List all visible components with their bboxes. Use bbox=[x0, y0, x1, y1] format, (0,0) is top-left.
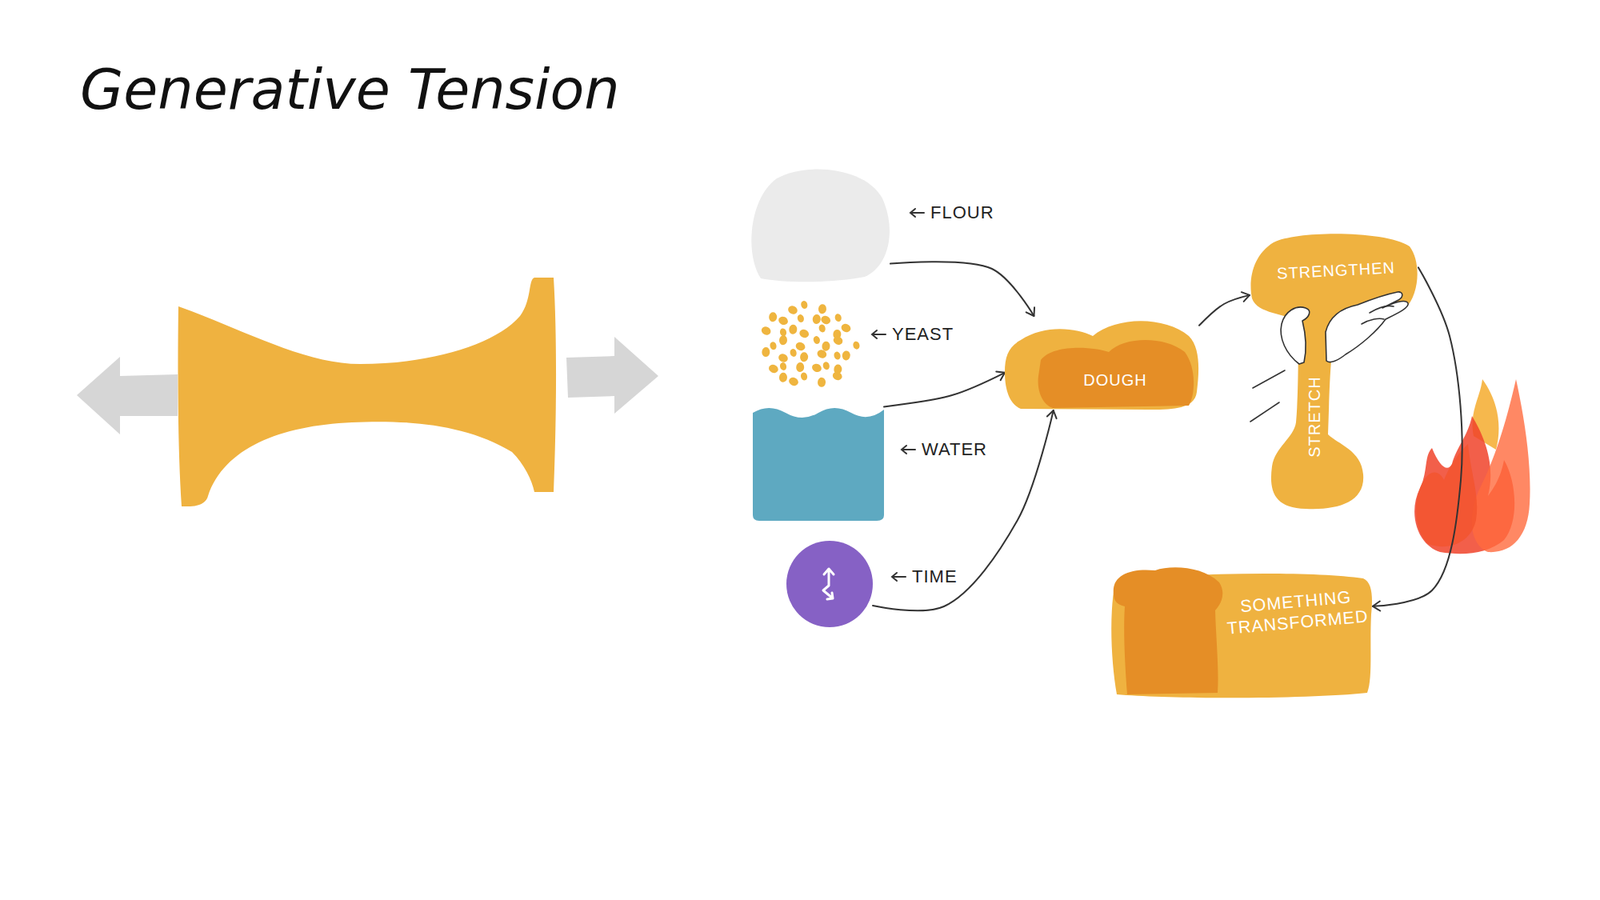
leader-arrows bbox=[901, 445, 916, 454]
time-circle-shape bbox=[786, 540, 873, 628]
dough-blob-shape bbox=[1004, 320, 1199, 410]
flour-blob: FLOUR bbox=[744, 166, 891, 281]
yeast-grains-shape bbox=[812, 335, 821, 345]
leader-arrows bbox=[872, 208, 924, 581]
yeast-grains-shape bbox=[852, 340, 860, 351]
step-label: STRETCH bbox=[1304, 376, 1324, 457]
yeast-grains-shape bbox=[776, 315, 789, 327]
diagram-title: Generative Tension bbox=[80, 59, 620, 121]
water-block-shape bbox=[752, 408, 884, 521]
yeast-grains: YEAST bbox=[760, 300, 858, 388]
yeast-grains-shape bbox=[832, 335, 844, 347]
flour-blob-shape bbox=[751, 169, 890, 283]
yeast-grains-shape bbox=[796, 362, 805, 373]
yeast-grains-shape bbox=[820, 314, 832, 326]
yeast-grains-shape bbox=[817, 304, 827, 315]
yeast-grains-shape bbox=[787, 376, 800, 388]
flour-blob-shape bbox=[751, 169, 890, 283]
flow-arrow bbox=[890, 261, 1034, 316]
yeast-grains-shape bbox=[840, 322, 852, 334]
yeast-grains-shape bbox=[822, 360, 831, 371]
yeast-grains-shape bbox=[768, 340, 777, 351]
yeast-grains-shape bbox=[794, 340, 807, 352]
right-arrow bbox=[566, 336, 659, 414]
stretched-dough-shape bbox=[1280, 292, 1408, 364]
yeast-grains-shape bbox=[810, 362, 823, 374]
water-block-shape bbox=[752, 403, 884, 521]
ingredient-label: TIME bbox=[912, 566, 958, 588]
yeast-grains-shape bbox=[841, 350, 851, 361]
yeast-grains-shape bbox=[798, 328, 811, 340]
time-circle-shape bbox=[786, 540, 873, 628]
leader-arrows bbox=[872, 330, 886, 339]
bread-loaf-shape bbox=[1111, 567, 1372, 698]
yeast-grains-shape bbox=[816, 348, 828, 360]
stretched-dough-shape bbox=[1361, 305, 1394, 324]
yeast-grains-shape bbox=[788, 324, 798, 335]
flow-arrow bbox=[872, 410, 1054, 611]
leader-arrows bbox=[910, 208, 924, 217]
yeast-grains-shape bbox=[786, 304, 799, 316]
yeast-grains-shape bbox=[821, 340, 831, 352]
yeast-grains-shape bbox=[760, 300, 858, 388]
flow-arrow bbox=[884, 372, 1005, 408]
flour-blob-shape bbox=[744, 166, 891, 281]
dough-blob-shape bbox=[1004, 320, 1199, 410]
yeast-grains-shape bbox=[834, 312, 843, 323]
water-block-shape bbox=[752, 408, 884, 521]
yeast-grains-shape bbox=[778, 372, 788, 383]
water-block: WATER bbox=[752, 403, 884, 521]
fire bbox=[1472, 379, 1531, 552]
bread-loaf-shape bbox=[1113, 567, 1224, 695]
time-circle-shape bbox=[786, 540, 873, 628]
yeast-grains-shape bbox=[767, 363, 780, 375]
time-circle-shape bbox=[823, 568, 834, 600]
dough-label: DOUGH bbox=[1083, 370, 1147, 390]
dough-blob-shape bbox=[1038, 340, 1195, 408]
yeast-grains-shape bbox=[800, 352, 809, 363]
yeast-grains-shape bbox=[831, 370, 844, 382]
ingredient-label: FLOUR bbox=[930, 202, 995, 224]
stretched-dough-shape bbox=[1325, 292, 1408, 363]
ingredient-label: YEAST bbox=[892, 324, 954, 345]
stretched-dough-shape bbox=[1280, 307, 1310, 364]
left-arrow bbox=[76, 356, 178, 435]
yeast-grains-shape bbox=[760, 300, 860, 388]
leader-arrows bbox=[892, 572, 906, 581]
yeast-grains-shape bbox=[817, 376, 827, 388]
stretched-dough: STRENGTHENSTRETCH bbox=[1249, 234, 1419, 511]
stretched-dough-shape bbox=[1250, 370, 1285, 422]
dough-blob-shape bbox=[1004, 316, 1200, 411]
yeast-grains-shape bbox=[776, 352, 789, 364]
flow-arrow bbox=[1199, 295, 1250, 326]
bread-loaf: SOMETHING TRANSFORMED bbox=[1107, 566, 1373, 700]
yeast-grains-shape bbox=[800, 300, 808, 310]
fire bbox=[1414, 379, 1530, 554]
yeast-grains-shape bbox=[796, 313, 805, 324]
stretched-dough-shape bbox=[1250, 233, 1417, 509]
yeast-grains-shape bbox=[760, 324, 772, 336]
yeast-grains-shape bbox=[768, 312, 778, 323]
yeast-grains-shape bbox=[788, 348, 797, 358]
yeast-grains-shape bbox=[779, 361, 788, 372]
stretched-dough-shape bbox=[1250, 233, 1418, 509]
tension-figure bbox=[76, 277, 659, 507]
fire bbox=[1416, 444, 1477, 547]
ingredient-label: WATER bbox=[921, 439, 988, 460]
dough-blob: DOUGH bbox=[1004, 316, 1200, 411]
stretched-band bbox=[177, 277, 556, 507]
yeast-grains-shape bbox=[832, 351, 841, 361]
yeast-grains-shape bbox=[761, 347, 771, 358]
time-circle: TIME bbox=[786, 540, 873, 628]
yeast-grains-shape bbox=[778, 335, 788, 346]
yeast-grains-shape bbox=[812, 314, 821, 325]
yeast-grains-shape bbox=[800, 372, 808, 382]
yeast-grains-shape bbox=[818, 324, 827, 334]
